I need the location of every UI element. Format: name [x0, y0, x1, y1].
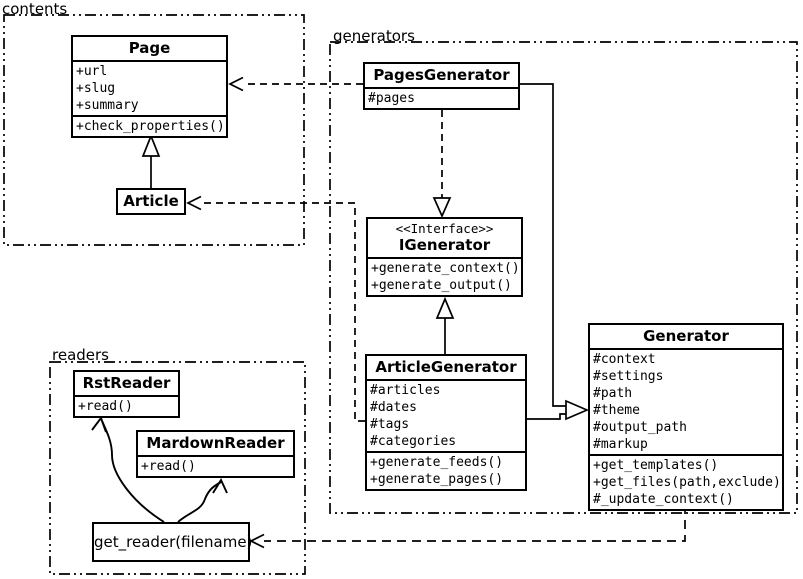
class-box-igenerator: <<Interface>> IGenerator +generate_conte…	[366, 217, 523, 297]
stereotype-interface: <<Interface>>	[395, 221, 494, 236]
attribute: #settings	[593, 369, 664, 384]
method: +read()	[78, 399, 133, 414]
class-box-articlegenerator: ArticleGenerator #articles #dates #tags …	[365, 354, 527, 491]
attribute: +url	[76, 64, 108, 79]
attribute: #markup	[593, 437, 648, 452]
class-name-page: Page	[128, 39, 171, 57]
attribute: #dates	[370, 400, 417, 415]
method: +get_templates()	[593, 458, 719, 473]
attributes-section-page: +url +slug +summary	[73, 60, 226, 115]
attribute: +summary	[76, 98, 139, 113]
methods-section-generator: +get_templates() +get_files(path,exclude…	[590, 454, 782, 509]
attribute: #path	[593, 386, 633, 401]
edge-articlegenerator-uses-article	[201, 202, 365, 422]
package-label-contents: contents	[2, 0, 68, 18]
function-name-getreader: get_reader(filename)	[94, 533, 253, 551]
methods-section-igenerator: +generate_context() +generate_output()	[368, 257, 521, 295]
method: +read()	[141, 459, 196, 474]
method: +generate_output()	[371, 278, 512, 293]
method: +generate_feeds()	[370, 455, 504, 470]
method: +check_properties()	[76, 119, 225, 134]
arrowhead-realization-igenerator	[432, 197, 452, 219]
arrowhead-generalization-igenerator	[435, 296, 455, 319]
attribute: +slug	[76, 81, 116, 96]
method: +generate_context()	[371, 261, 520, 276]
attribute: #theme	[593, 403, 640, 418]
edge-articlegenerator-extends-generator	[527, 413, 566, 420]
arrowhead-mardownreader	[212, 477, 228, 494]
arrowhead-dependency-getreader	[249, 533, 265, 549]
method: #_update_context()	[593, 492, 734, 507]
arrowhead-dependency-page	[228, 76, 244, 92]
class-name-rstreader: RstReader	[82, 374, 171, 392]
methods-section-articlegenerator: +generate_feeds() +generate_pages()	[367, 451, 525, 489]
arrowhead-generalization-page	[141, 133, 161, 157]
class-box-pagesgenerator: PagesGenerator #pages	[363, 62, 520, 110]
class-name-articlegenerator: ArticleGenerator	[375, 358, 517, 376]
class-name-mardownreader: MardownReader	[146, 434, 285, 452]
class-name-igenerator: IGenerator	[398, 236, 491, 254]
method: +generate_pages()	[370, 472, 504, 487]
methods-section-mardownreader: +read()	[138, 455, 293, 476]
class-box-page: Page +url +slug +summary +check_properti…	[71, 35, 228, 138]
methods-section-rstreader: +read()	[75, 395, 178, 416]
method: +get_files(path,exclude)	[593, 475, 781, 490]
attribute: #output_path	[593, 420, 687, 435]
class-name-pagesgenerator: PagesGenerator	[373, 66, 510, 84]
attributes-section-pagesgenerator: #pages	[365, 87, 518, 108]
class-box-article: Article	[116, 188, 186, 215]
arrowhead-dependency-article	[186, 195, 202, 211]
package-label-readers: readers	[52, 346, 109, 364]
package-label-generators: generators	[333, 27, 415, 45]
class-title-igenerator: <<Interface>> IGenerator	[368, 219, 521, 257]
attribute: #articles	[370, 383, 441, 398]
attribute: #categories	[370, 434, 457, 449]
function-box-getreader: get_reader(filename)	[92, 522, 253, 562]
class-name-article: Article	[123, 192, 179, 210]
attribute: #context	[593, 352, 656, 367]
arrowhead-rstreader	[91, 416, 107, 433]
class-name-generator: Generator	[643, 327, 729, 345]
class-box-generator: Generator #context #settings #path #them…	[588, 323, 784, 511]
attribute: #pages	[368, 91, 415, 106]
arrowhead-generalization-generator	[565, 399, 590, 421]
class-box-mardownreader: MardownReader +read()	[136, 430, 295, 478]
attribute: #tags	[370, 417, 410, 432]
attributes-section-articlegenerator: #articles #dates #tags #categories	[367, 379, 525, 451]
edge-getreader-to-mardownreader	[177, 481, 222, 523]
methods-section-page: +check_properties()	[73, 115, 226, 136]
class-box-rstreader: RstReader +read()	[73, 370, 180, 418]
attributes-section-generator: #context #settings #path #theme #output_…	[590, 348, 782, 454]
